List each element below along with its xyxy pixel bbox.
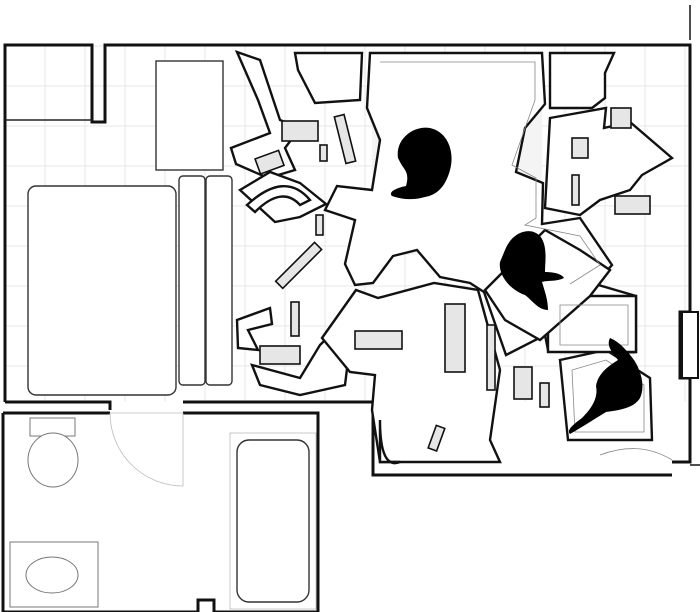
block-8 <box>259 345 301 365</box>
bedroom-furniture <box>27 60 233 396</box>
figure-center <box>499 231 564 310</box>
human-figures <box>390 127 643 434</box>
block-1 <box>281 120 319 142</box>
block-4 <box>319 144 328 162</box>
bathroom-walls <box>1 411 320 612</box>
block-9 <box>354 330 403 350</box>
bed <box>27 185 177 396</box>
block-6 <box>274 241 323 290</box>
partition-ne <box>548 51 616 110</box>
wardrobe-door-left <box>178 175 206 386</box>
south-wall-left <box>5 400 112 410</box>
block-3 <box>333 113 357 165</box>
wardrobe-door-right <box>205 175 233 386</box>
partition-sw <box>235 306 274 352</box>
south-wall-right <box>183 400 672 477</box>
bathtub-surround <box>229 432 317 610</box>
curved-step <box>599 448 673 461</box>
built-in-blocks <box>254 107 651 453</box>
partition-south-center <box>320 281 502 464</box>
bathroom-door-swing <box>109 412 184 487</box>
block-13 <box>427 424 446 453</box>
block-2 <box>254 149 286 175</box>
block-5 <box>315 214 324 236</box>
exterior-walls <box>3 5 700 477</box>
partition-diamond <box>483 228 612 342</box>
partition-central-inner <box>380 61 601 285</box>
figure-top-left <box>390 127 452 200</box>
partition-nw <box>229 49 302 180</box>
figure-right <box>568 338 643 434</box>
curved-corner <box>378 419 401 465</box>
block-18 <box>614 195 651 215</box>
partition-east <box>543 106 675 217</box>
bathtub <box>236 439 310 603</box>
dresser <box>155 60 224 171</box>
block-15 <box>610 107 632 129</box>
curved-features <box>245 185 673 465</box>
partition-alcove-inner <box>571 359 645 433</box>
block-12 <box>513 366 533 400</box>
block-17 <box>571 174 580 206</box>
partition-box-e-inner <box>559 304 629 346</box>
toilet-bowl <box>27 432 79 488</box>
north-west-wall <box>3 43 692 402</box>
block-11 <box>486 324 496 391</box>
partition-n <box>293 51 364 105</box>
block-10 <box>444 303 466 373</box>
block-7 <box>290 301 300 337</box>
sink-basin <box>25 556 79 594</box>
block-14 <box>539 382 550 408</box>
block-16 <box>571 137 589 159</box>
east-window <box>681 311 699 379</box>
curved-bench <box>245 185 312 214</box>
bathroom <box>1 411 320 612</box>
